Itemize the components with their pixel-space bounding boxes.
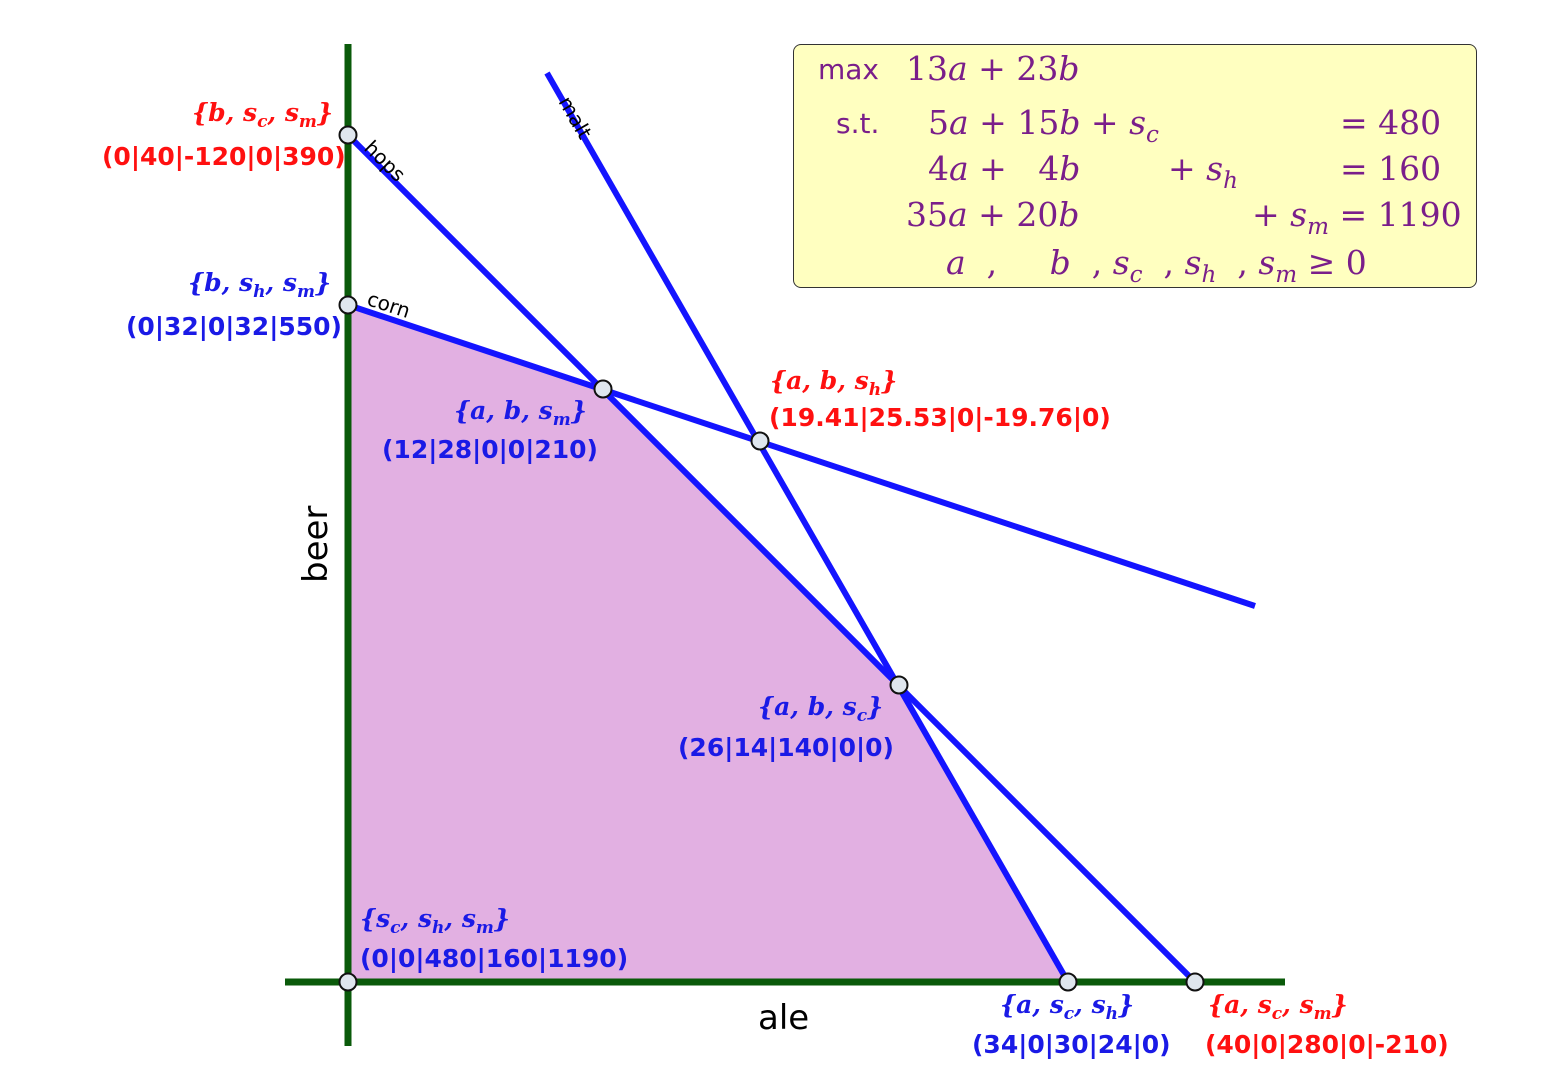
values-label-a-sc-sm: (40|0|280|0|-210) xyxy=(1205,1030,1449,1059)
malt-constraint-row: 35a + 20b xyxy=(906,195,1080,234)
ale-axis-label: ale xyxy=(758,998,810,1038)
basis-label-a-sc-sm: {a, sc, sm} xyxy=(1208,990,1348,1024)
basis-label-b-sh-sm: {b, sh, sm} xyxy=(188,268,332,302)
nonnegativity-row: a , b , sc , sh , sm ≥ 0 xyxy=(946,243,1367,289)
malt-slack-rhs: + sm = 1190 xyxy=(1252,195,1462,241)
values-label-b-sh-sm: (0|32|0|32|550) xyxy=(126,312,342,341)
vertex-a-b-sh xyxy=(750,431,770,451)
subject-to-keyword: s.t. xyxy=(836,107,880,140)
hops-constraint-line xyxy=(345,132,1198,985)
basis-label-a-b-sh: {a, b, sh} xyxy=(770,366,898,400)
hops-constraint-row: 4a + 4b xyxy=(928,149,1081,188)
values-label-b-sc-sm: (0|40|-120|0|390) xyxy=(102,142,346,171)
basis-label-b-sc-sm: {b, sc, sm} xyxy=(192,98,333,132)
basis-label-a-b-sc: {a, b, sc} xyxy=(758,692,884,726)
vertex-a-b-sc xyxy=(889,675,909,695)
values-label-a-b-sc: (26|14|140|0|0) xyxy=(678,733,894,762)
vertex-a-b-sm xyxy=(593,379,613,399)
values-label-a-b-sm: (12|28|0|0|210) xyxy=(382,435,598,464)
basis-label-a-b-sm: {a, b, sm} xyxy=(454,396,587,430)
hops-rhs: = 160 xyxy=(1340,149,1442,188)
values-label-a-b-sh: (19.41|25.53|0|-19.76|0) xyxy=(769,403,1111,432)
corn-constraint-line xyxy=(347,302,1256,609)
vertex-sc-sh-sm xyxy=(338,972,358,992)
corn-constraint-row: 5a + 15b + sc xyxy=(928,103,1159,149)
objective-function: 13a + 23b xyxy=(906,49,1080,88)
hops-slack: + sh xyxy=(1168,149,1238,195)
lp-formulation-box: max 13a + 23b s.t. 5a + 15b + sc = 480 4… xyxy=(793,44,1477,288)
beer-axis-label: beer xyxy=(296,505,336,583)
vertex-b-sh-sm xyxy=(338,295,358,315)
malt-constraint-line xyxy=(544,71,1071,984)
basis-label-a-sc-sh: {a, sc, sh} xyxy=(1000,990,1135,1024)
vertex-b-sc-sm xyxy=(338,125,358,145)
basis-label-sc-sh-sm: {sc, sh, sm} xyxy=(360,904,510,938)
max-keyword: max xyxy=(818,53,880,86)
corn-rhs: = 480 xyxy=(1340,103,1442,142)
values-label-sc-sh-sm: (0|0|480|160|1190) xyxy=(360,944,629,973)
feasible-region xyxy=(348,305,1068,982)
vertex-a-sc-sm xyxy=(1185,972,1205,992)
values-label-a-sc-sh: (34|0|30|24|0) xyxy=(972,1030,1171,1059)
vertex-a-sc-sh xyxy=(1058,972,1078,992)
